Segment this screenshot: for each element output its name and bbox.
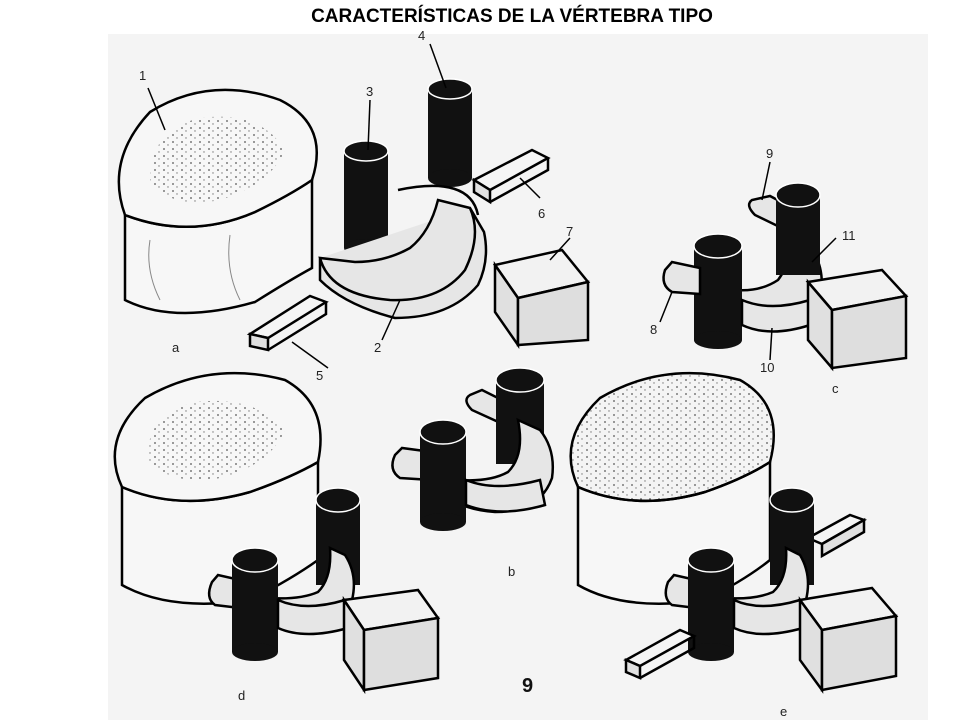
spinous-process-7 [492, 248, 591, 349]
transverse-process-6 [471, 148, 551, 205]
label-3: 3 [366, 84, 373, 99]
articular-cylinder-d2 [231, 547, 279, 661]
panel-label-d: d [238, 688, 245, 703]
label-1: 1 [139, 68, 146, 83]
spinous-process-e [797, 586, 899, 694]
label-11: 11 [842, 228, 856, 243]
spinous-process-c [805, 268, 909, 372]
articular-cylinder-e2 [687, 547, 735, 661]
page-title: CARACTERÍSTICAS DE LA VÉRTEBRA TIPO [311, 6, 713, 27]
label-7: 7 [566, 224, 573, 239]
vertebral-body-d [113, 371, 322, 605]
panel-label-b: b [508, 564, 515, 579]
label-10: 10 [760, 360, 774, 375]
label-5: 5 [316, 368, 323, 383]
articular-cylinder-b2 [419, 419, 467, 531]
transverse-process-e-top [805, 513, 867, 559]
panel-a: 1 3 4 6 7 5 2 a [117, 28, 591, 383]
label-9: 9 [766, 146, 773, 161]
label-6: 6 [538, 206, 545, 221]
panel-label-a: a [172, 340, 180, 355]
lamina-arch-2 [318, 198, 488, 320]
label-2: 2 [374, 340, 381, 355]
articular-cylinder-4 [427, 78, 473, 187]
panel-b: b [391, 367, 554, 579]
panel-d: d [113, 371, 441, 703]
transverse-process-e-bottom [623, 628, 697, 680]
transverse-process-5 [246, 294, 329, 352]
label-4: 4 [418, 28, 425, 43]
panel-e: e [569, 371, 899, 719]
figure-number: 9 [522, 675, 533, 697]
articular-cylinder-c1 [775, 182, 821, 275]
articular-cylinder-c2 [693, 233, 743, 349]
panel-c: 9 11 8 10 c [650, 146, 909, 396]
panel-label-e: e [780, 704, 787, 719]
vertebral-body-e [569, 371, 775, 605]
vertebral-body-a [117, 88, 319, 315]
spinous-process-d [341, 588, 441, 695]
panel-label-c: c [832, 381, 839, 396]
label-8: 8 [650, 322, 657, 337]
